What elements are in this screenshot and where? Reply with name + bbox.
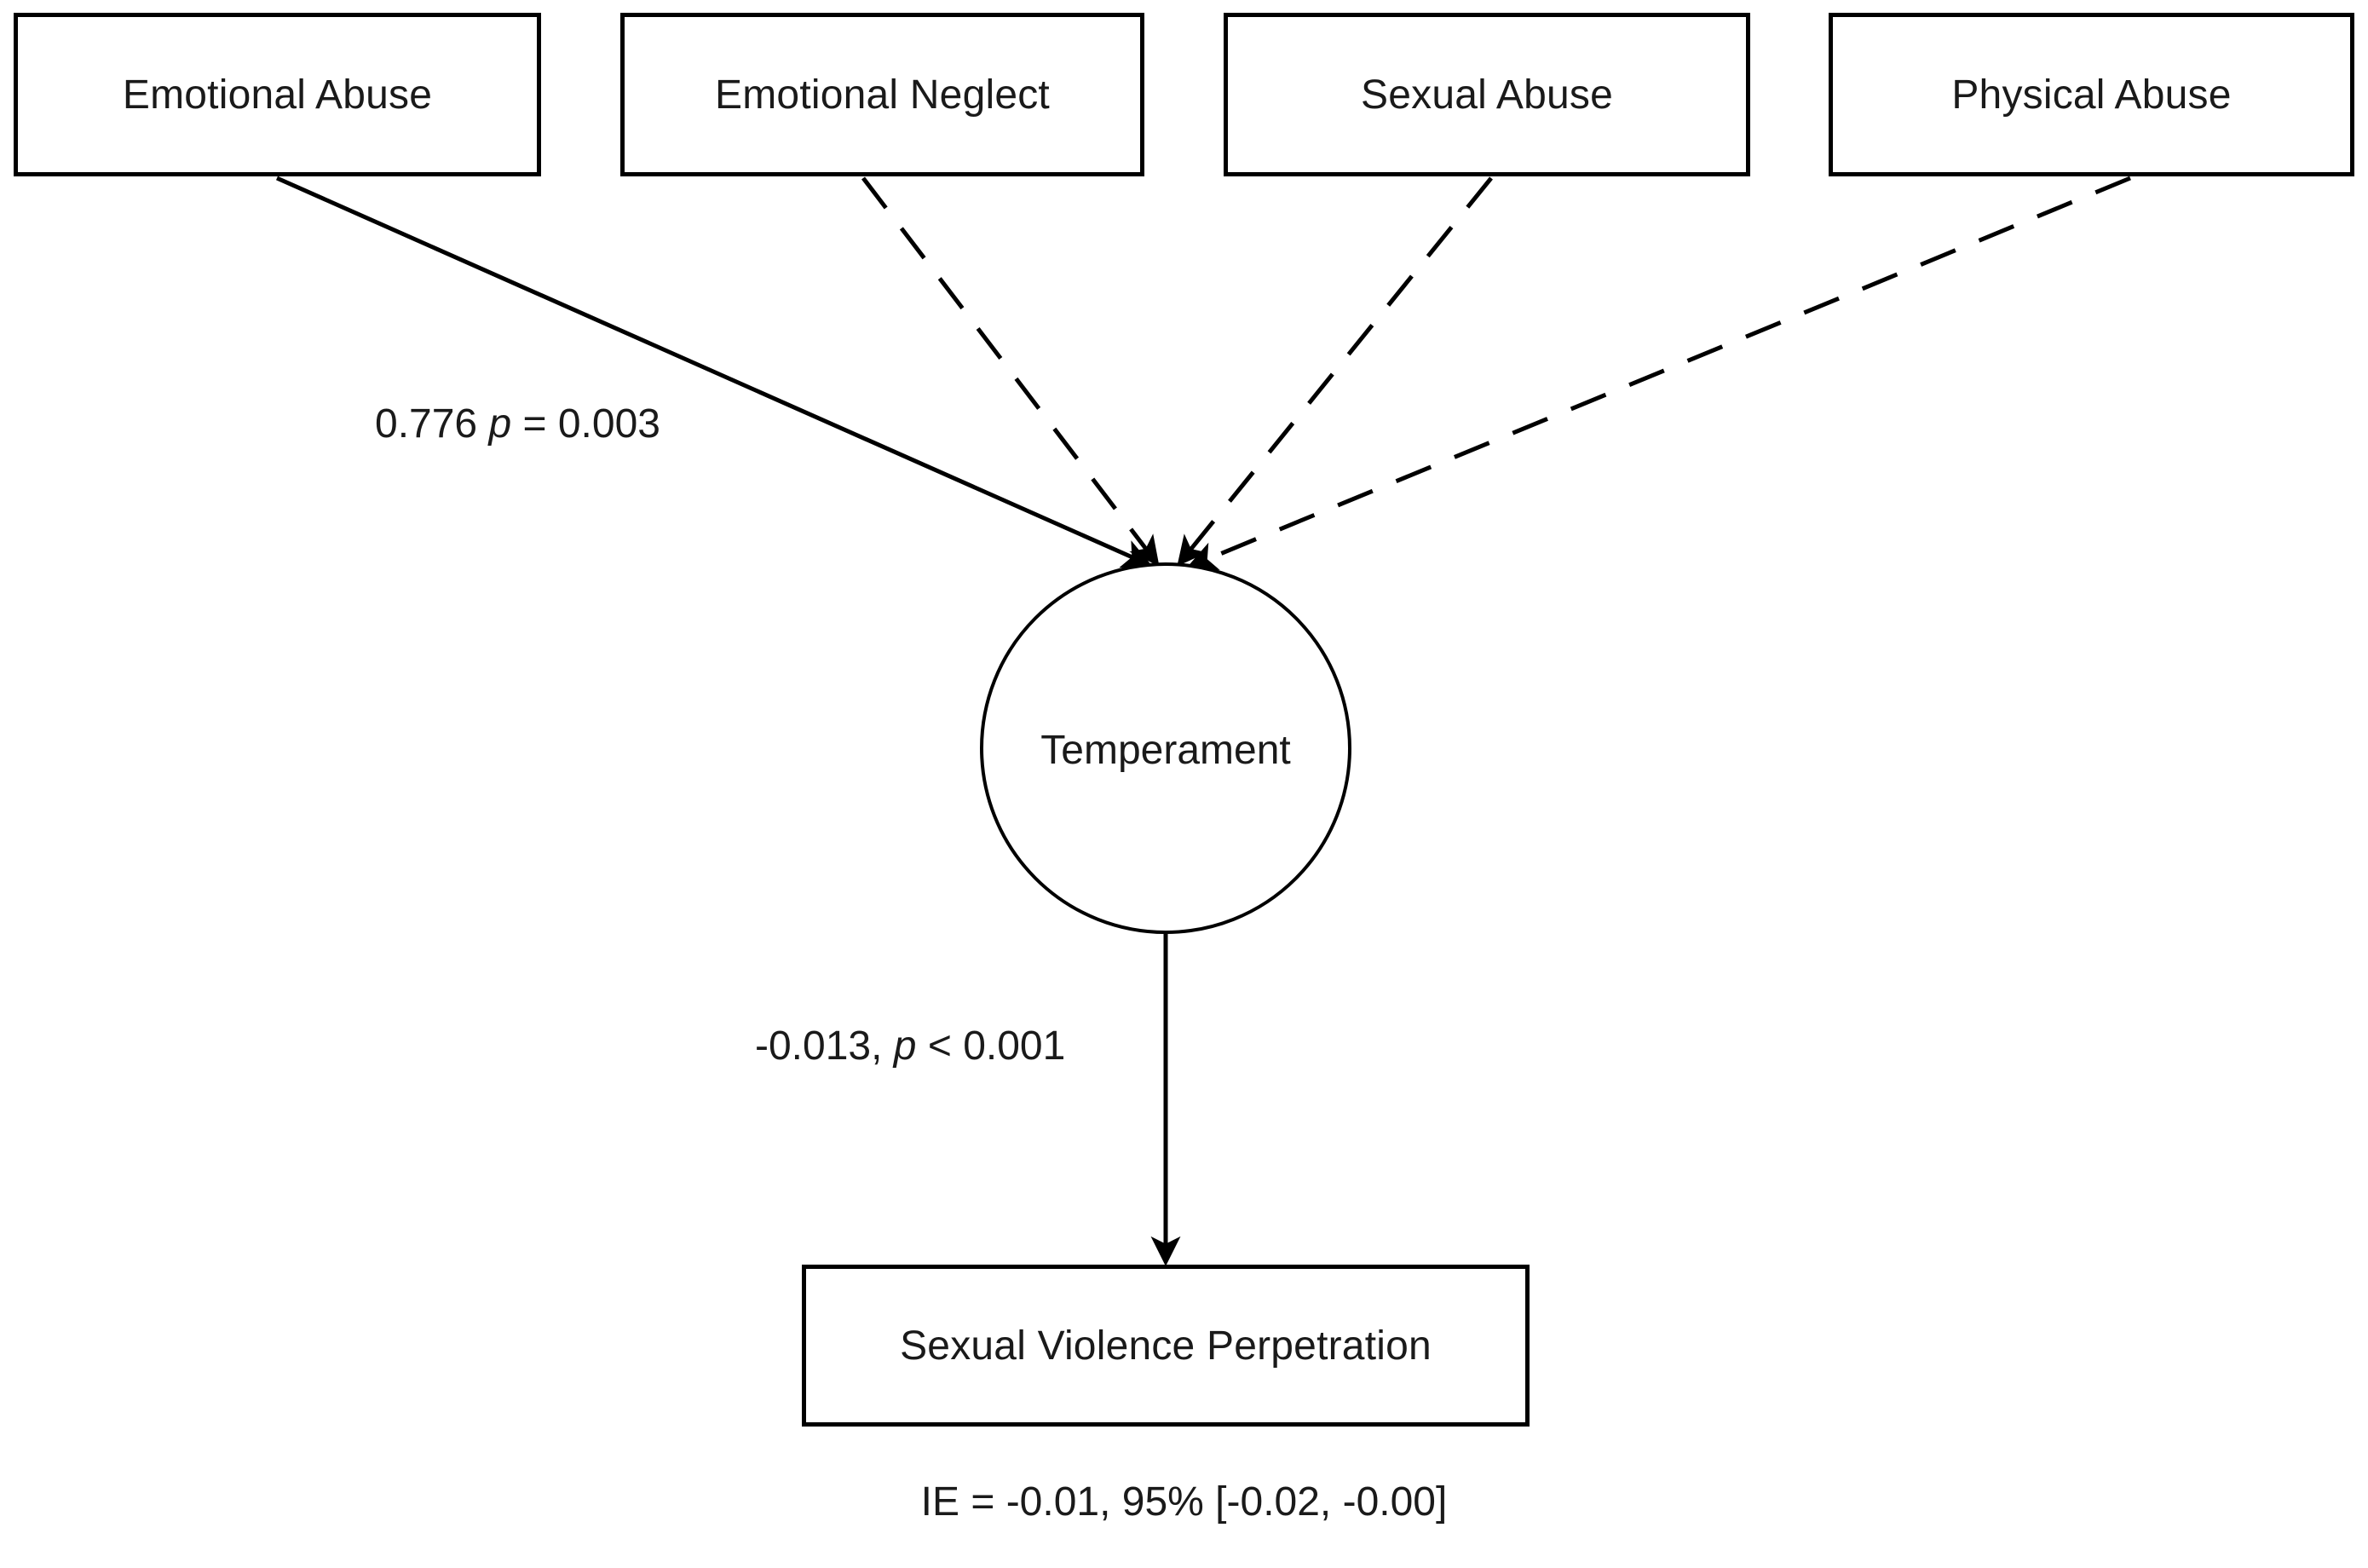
node-sexual-abuse[interactable]: Sexual Abuse (1224, 13, 1750, 176)
node-physical-abuse[interactable]: Physical Abuse (1829, 13, 2354, 176)
node-sexual-abuse-label: Sexual Abuse (1361, 72, 1613, 118)
node-emotional-neglect-label: Emotional Neglect (715, 72, 1050, 118)
edge-label-p-italic-2: p (893, 1023, 917, 1069)
edge-label-coefficient-2: -0.013, (755, 1023, 894, 1069)
node-temperament-label: Temperament (1040, 727, 1291, 773)
node-emotional-abuse[interactable]: Emotional Abuse (14, 13, 541, 176)
edge-emotional-neglect-to-temperament (861, 176, 1160, 567)
node-sexual-violence-perpetration-label: Sexual Violence Perpetration (900, 1323, 1432, 1369)
edge-label-pvalue-1: = 0.003 (511, 401, 660, 447)
edge-label-emotional-abuse-to-temperament: 0.776 p = 0.003 (375, 401, 660, 447)
edge-label-p-italic-1: p (488, 401, 512, 447)
node-physical-abuse-label: Physical Abuse (1951, 72, 2232, 118)
edge-label-coefficient-1: 0.776 (375, 401, 489, 447)
edge-physical-abuse-to-temperament (1186, 176, 2131, 571)
indirect-effect-note: IE = -0.01, 95% [-0.02, -0.00] (920, 1479, 1448, 1525)
node-sexual-violence-perpetration[interactable]: Sexual Violence Perpetration (802, 1265, 1530, 1427)
edge-emotional-abuse-to-temperament (275, 176, 1153, 568)
edge-label-temperament-to-outcome: -0.013, p < 0.001 (755, 1023, 1065, 1069)
edge-label-pvalue-2: < 0.001 (916, 1023, 1066, 1069)
node-emotional-abuse-label: Emotional Abuse (122, 72, 433, 118)
edge-sexual-abuse-to-temperament (1177, 176, 1493, 567)
node-emotional-neglect[interactable]: Emotional Neglect (620, 13, 1144, 176)
node-temperament[interactable]: Temperament (980, 562, 1351, 934)
